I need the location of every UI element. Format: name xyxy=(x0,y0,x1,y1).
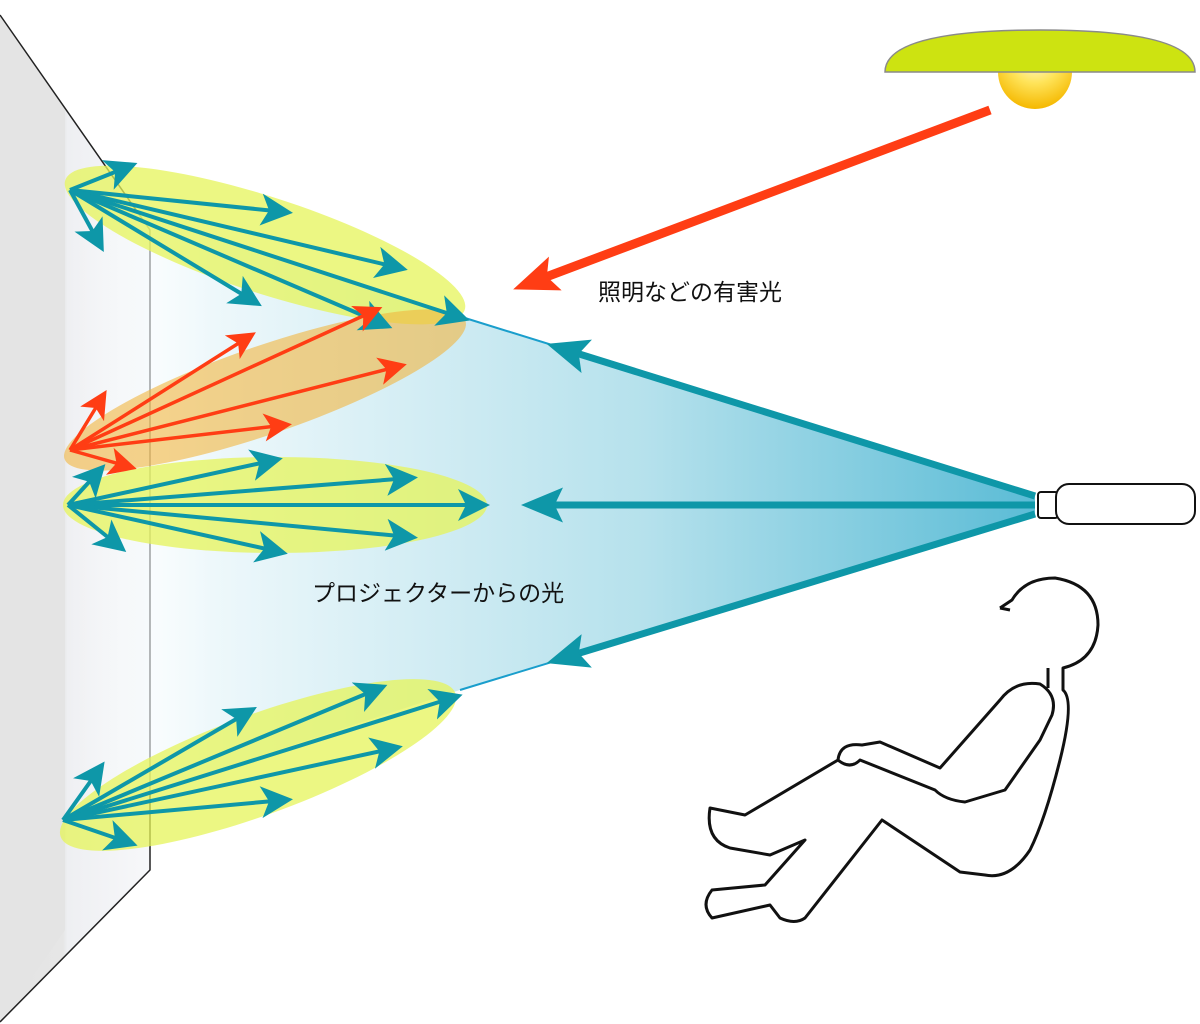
reflection-arrow xyxy=(69,188,408,279)
lamp-shade xyxy=(884,29,1196,73)
light-bulb xyxy=(998,72,1072,109)
reflection-arrows xyxy=(61,160,490,851)
harmful-reflection-arrow xyxy=(68,390,107,451)
reflection-arrow xyxy=(62,682,388,822)
viewer-person xyxy=(704,576,1100,923)
reflection-arrow xyxy=(69,188,470,326)
reflection-arrow xyxy=(67,503,288,563)
wall-shade xyxy=(0,15,65,1022)
harmful-reflection-arrow xyxy=(69,357,407,452)
reflection-arrow xyxy=(62,818,138,851)
reflection-arrow xyxy=(66,503,127,553)
harmful-reflection-arrow xyxy=(69,332,256,452)
reflection-zone-bottom xyxy=(59,679,457,851)
reflection-arrow xyxy=(62,688,463,822)
projector-arrow-bottom xyxy=(546,510,1037,668)
reflection-arrow xyxy=(67,463,418,507)
harmful-reflection-arrow xyxy=(69,413,292,452)
reflection-arrow xyxy=(69,188,393,331)
projector-light-label: プロジェクターからの光 xyxy=(312,581,565,607)
harmful-light-label: 照明などの有害光 xyxy=(598,280,782,306)
reflection-arrow xyxy=(66,464,106,507)
harmful-reflection-arrow xyxy=(69,306,383,452)
reflection-arrow xyxy=(69,188,293,226)
reflection-arrow xyxy=(69,160,138,192)
projector-arrow-top xyxy=(546,339,1037,500)
projector xyxy=(1055,483,1196,525)
harmful-light-arrow xyxy=(513,105,992,291)
reflection-arrow xyxy=(62,737,403,822)
reflection-arrow xyxy=(68,189,104,253)
reflection-arrow xyxy=(67,503,418,551)
harmful-zone xyxy=(64,309,466,471)
reflection-arrow xyxy=(61,706,257,822)
reflection-arrow xyxy=(61,761,105,822)
reflection-arrow xyxy=(68,188,262,307)
reflection-arrow xyxy=(62,786,293,822)
harmful-reflection-arrow xyxy=(69,447,137,475)
